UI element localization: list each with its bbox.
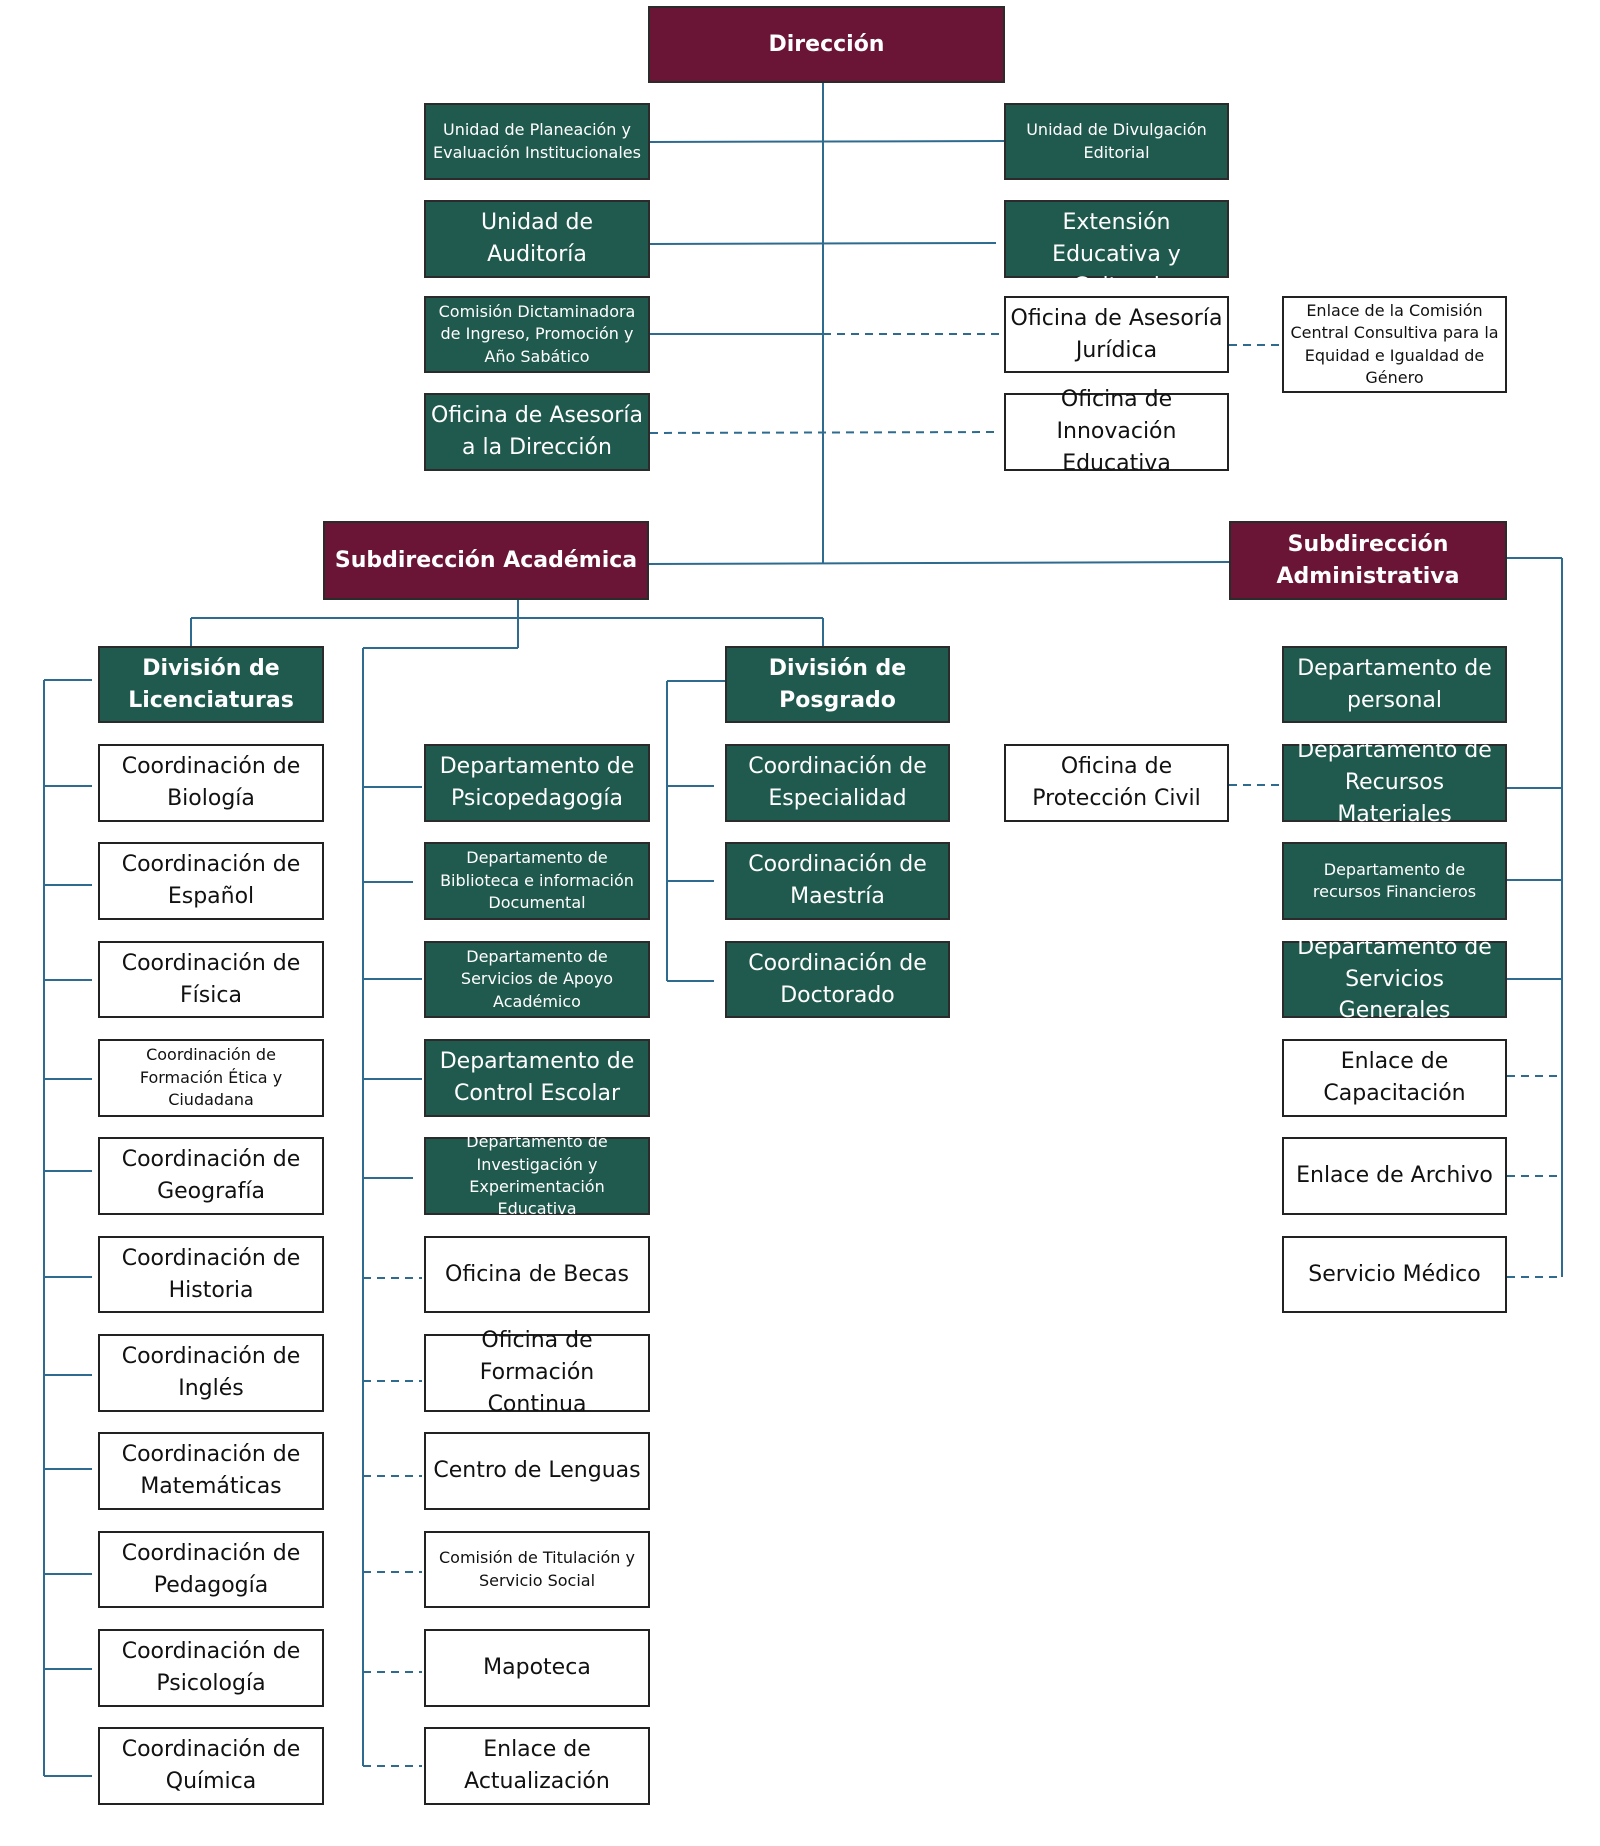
node-depto-biblioteca-label: Departamento de Biblioteca e información… (440, 848, 634, 913)
node-depto-control-escolar: Departamento de Control Escolar (424, 1039, 650, 1117)
node-oficina-proteccion-civil: Oficina de Protección Civil (1004, 744, 1229, 822)
node-division-posgrado-label: División de Posgrado (768, 655, 907, 713)
node-coordinacion-espanol: Coordinación de Español (98, 842, 324, 920)
node-division-licenciaturas-label: División de Licenciaturas (128, 655, 294, 713)
node-coordinacion-fisica: Coordinación de Física (98, 941, 324, 1018)
node-enlace-archivo-label: Enlace de Archivo (1296, 1163, 1493, 1189)
node-coordinacion-historia-label: Coordinación de Historia (121, 1245, 301, 1303)
node-coordinacion-ingles: Coordinación de Inglés (98, 1334, 324, 1412)
node-coordinacion-matematicas: Coordinación de Matemáticas (98, 1432, 324, 1510)
node-depto-psicopedagogia: Departamento de Psicopedagogía (424, 744, 650, 822)
node-oficina-asesoria-direccion: Oficina de Asesoría a la Dirección (424, 393, 650, 471)
node-coordinacion-pedagogia-label: Coordinación de Pedagogía (121, 1540, 301, 1598)
node-coordinacion-quimica: Coordinación de Química (98, 1727, 324, 1805)
node-coordinacion-psicologia: Coordinación de Psicología (98, 1629, 324, 1707)
node-servicio-medico: Servicio Médico (1282, 1236, 1507, 1313)
node-coordinacion-biologia: Coordinación de Biología (98, 744, 324, 822)
node-depto-personal-label: Departamento de personal (1297, 655, 1492, 713)
node-unidad-extension: Unidad de Extensión Educativa y Cultural (1004, 178, 1229, 299)
node-enlace-actualizacion-label: Enlace de Actualización (464, 1737, 610, 1794)
node-subdireccion-administrativa: Subdirección Administrativa (1229, 521, 1507, 600)
node-oficina-asesoria-juridica-label: Oficina de Asesoría Jurídica (1010, 305, 1223, 363)
node-oficina-proteccion-civil-label: Oficina de Protección Civil (1032, 754, 1201, 811)
node-coordinacion-psicologia-label: Coordinación de Psicología (121, 1639, 301, 1696)
node-coordinacion-geografia-label: Coordinación de Geografía (121, 1147, 301, 1204)
node-oficina-becas: Oficina de Becas (424, 1236, 650, 1313)
node-coordinacion-matematicas-label: Coordinación de Matemáticas (121, 1442, 301, 1499)
node-oficina-asesoria-juridica: Oficina de Asesoría Jurídica (1004, 296, 1229, 373)
node-coordinacion-maestria-label: Coordinación de Maestría (748, 852, 927, 909)
node-depto-personal: Departamento de personal (1282, 646, 1507, 723)
node-depto-servicios-generales-label: Departamento de Servicios Generales (1297, 934, 1492, 1024)
node-coordinacion-ingles-label: Coordinación de Inglés (121, 1344, 301, 1401)
node-oficina-innovacion-label: Oficina de Innovación Educativa (1056, 387, 1177, 476)
node-oficina-formacion-continua: Oficina de Formación Continua (424, 1328, 650, 1417)
node-depto-servicios-apoyo: Departamento de Servicios de Apoyo Acadé… (424, 941, 650, 1018)
node-depto-servicios-apoyo-label: Departamento de Servicios de Apoyo Acadé… (460, 946, 614, 1011)
node-subdireccion-administrativa-label: Subdirección Administrativa (1276, 531, 1460, 589)
node-depto-recursos-financieros: Departamento de recursos Financieros (1282, 842, 1507, 920)
node-coordinacion-formacion-etica-label: Coordinación de Formación Ética y Ciudad… (139, 1045, 283, 1110)
node-coordinacion-maestria: Coordinación de Maestría (725, 842, 950, 920)
node-subdireccion-academica: Subdirección Académica (323, 521, 649, 600)
node-oficina-becas-label: Oficina de Becas (445, 1261, 629, 1287)
node-comision-titulacion: Comisión de Titulación y Servicio Social (424, 1531, 650, 1608)
node-comision-dictaminadora-label: Comisión Dictaminadora de Ingreso, Promo… (438, 301, 636, 366)
node-enlace-comision-equidad: Enlace de la Comisión Central Consultiva… (1282, 296, 1507, 393)
node-oficina-asesoria-direccion-label: Oficina de Asesoría a la Dirección (431, 403, 643, 460)
node-comision-titulacion-label: Comisión de Titulación y Servicio Social (439, 1548, 635, 1590)
node-unidad-extension-label: Unidad de Extensión Educativa y Cultural (1052, 178, 1181, 299)
node-coordinacion-fisica-label: Coordinación de Física (121, 950, 301, 1008)
node-division-licenciaturas: División de Licenciaturas (98, 646, 324, 723)
node-depto-recursos-materiales-label: Departamento de Recursos Materiales (1297, 738, 1492, 827)
node-unidad-auditoria: Unidad de Auditoría (424, 200, 650, 278)
node-coordinacion-formacion-etica: Coordinación de Formación Ética y Ciudad… (98, 1039, 324, 1117)
node-enlace-capacitacion: Enlace de Capacitación (1282, 1039, 1507, 1117)
node-enlace-archivo: Enlace de Archivo (1282, 1137, 1507, 1215)
node-enlace-comision-equidad-label: Enlace de la Comisión Central Consultiva… (1290, 300, 1499, 387)
node-coordinacion-doctorado-label: Coordinación de Doctorado (748, 950, 927, 1008)
node-unidad-auditoria-label: Unidad de Auditoría (480, 210, 594, 267)
node-coordinacion-geografia: Coordinación de Geografía (98, 1137, 324, 1215)
node-comision-dictaminadora: Comisión Dictaminadora de Ingreso, Promo… (424, 296, 650, 373)
node-oficina-formacion-continua-label: Oficina de Formación Continua (479, 1328, 595, 1417)
node-coordinacion-especialidad-label: Coordinación de Especialidad (748, 754, 927, 811)
node-coordinacion-especialidad: Coordinación de Especialidad (725, 744, 950, 822)
node-depto-recursos-materiales: Departamento de Recursos Materiales (1282, 738, 1507, 827)
node-unidad-planeacion-label: Unidad de Planeación y Evaluación Instit… (433, 120, 641, 162)
node-unidad-divulgacion: Unidad de Divulgación Editorial (1004, 103, 1229, 180)
node-subdireccion-academica-label: Subdirección Académica (334, 547, 638, 573)
node-unidad-planeacion: Unidad de Planeación y Evaluación Instit… (424, 103, 650, 180)
node-servicio-medico-label: Servicio Médico (1308, 1261, 1481, 1287)
node-coordinacion-biologia-label: Coordinación de Biología (121, 754, 301, 811)
node-depto-investigacion: Departamento de Investigación y Experime… (424, 1132, 650, 1218)
node-enlace-actualizacion: Enlace de Actualización (424, 1727, 650, 1805)
node-depto-servicios-generales: Departamento de Servicios Generales (1282, 935, 1507, 1023)
node-depto-investigacion-label: Departamento de Investigación y Experime… (466, 1132, 608, 1219)
node-mapoteca-label: Mapoteca (483, 1655, 591, 1681)
node-coordinacion-espanol-label: Coordinación de Español (121, 852, 301, 909)
node-coordinacion-quimica-label: Coordinación de Química (121, 1737, 301, 1794)
node-depto-control-escolar-label: Departamento de Control Escolar (439, 1049, 635, 1106)
node-unidad-divulgacion-label: Unidad de Divulgación Editorial (1026, 120, 1207, 162)
node-direccion: Dirección (648, 6, 1005, 83)
node-depto-biblioteca: Departamento de Biblioteca e información… (424, 842, 650, 920)
node-enlace-capacitacion-label: Enlace de Capacitación (1323, 1049, 1466, 1106)
node-oficina-innovacion: Oficina de Innovación Educativa (1004, 387, 1229, 476)
node-centro-lenguas: Centro de Lenguas (424, 1432, 650, 1510)
node-depto-psicopedagogia-label: Departamento de Psicopedagogía (439, 754, 635, 811)
node-division-posgrado: División de Posgrado (725, 646, 950, 723)
node-coordinacion-historia: Coordinación de Historia (98, 1236, 324, 1313)
node-coordinacion-doctorado: Coordinación de Doctorado (725, 941, 950, 1018)
node-depto-recursos-financieros-label: Departamento de recursos Financieros (1312, 859, 1477, 901)
node-coordinacion-pedagogia: Coordinación de Pedagogía (98, 1531, 324, 1608)
node-direccion-label: Dirección (768, 31, 885, 57)
node-centro-lenguas-label: Centro de Lenguas (433, 1458, 641, 1484)
node-mapoteca: Mapoteca (424, 1629, 650, 1707)
